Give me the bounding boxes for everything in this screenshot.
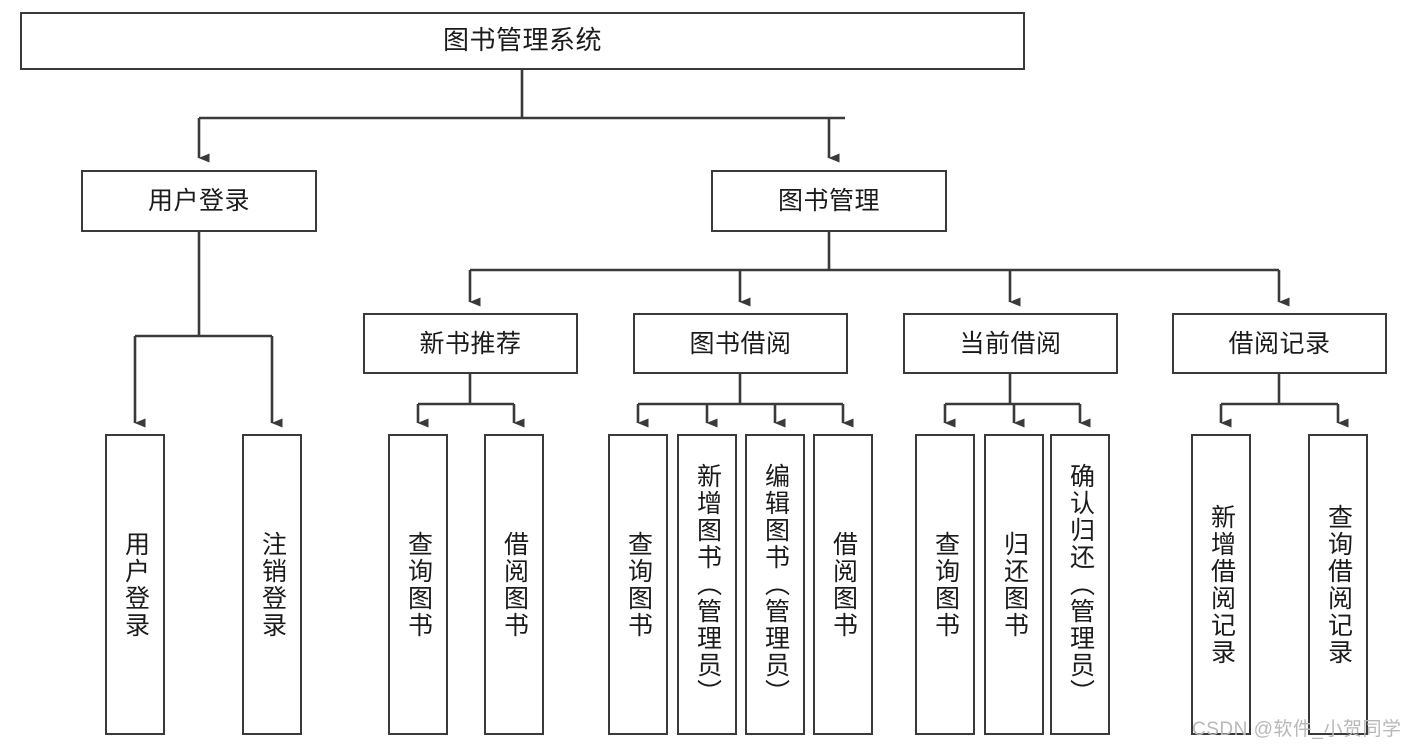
node-current-borrow[interactable]: 当前借阅 (903, 313, 1118, 374)
node-borrow-record[interactable]: 借阅记录 (1172, 313, 1387, 374)
node-leaf-user-login[interactable]: 用户登录 (105, 434, 165, 735)
node-leaf-query-record[interactable]: 查询借阅记录 (1308, 434, 1368, 735)
node-leaf-label: 编辑图书（管理员） (761, 463, 790, 706)
node-leaf-label: 查询图书 (404, 530, 433, 639)
node-leaf-query-book-2[interactable]: 查询图书 (608, 434, 668, 735)
node-leaf-label: 确认归还（管理员） (1066, 463, 1095, 706)
node-leaf-label: 新增图书（管理员） (693, 463, 722, 706)
node-leaf-label: 借阅图书 (829, 530, 858, 639)
node-leaf-label: 查询借阅记录 (1324, 503, 1353, 666)
node-new-book-recommend-label: 新书推荐 (419, 329, 522, 358)
node-root-system[interactable]: 图书管理系统 (20, 12, 1025, 70)
node-leaf-add-book[interactable]: 新增图书（管理员） (677, 434, 737, 735)
node-leaf-label: 注销登录 (258, 530, 287, 639)
node-book-borrow-label: 图书借阅 (689, 329, 792, 358)
node-root-label: 图书管理系统 (442, 25, 602, 56)
node-borrow-record-label: 借阅记录 (1228, 329, 1331, 358)
node-book-manage[interactable]: 图书管理 (711, 170, 947, 232)
node-leaf-edit-book[interactable]: 编辑图书（管理员） (745, 434, 805, 735)
node-leaf-query-book-1[interactable]: 查询图书 (388, 434, 448, 735)
csdn-watermark: CSDN @软件_小贺同学 (1192, 719, 1402, 740)
node-leaf-user-logout[interactable]: 注销登录 (242, 434, 302, 735)
node-leaf-label: 查询图书 (931, 530, 960, 639)
node-user-login-label: 用户登录 (147, 187, 250, 215)
node-leaf-return-book[interactable]: 归还图书 (984, 434, 1044, 735)
node-current-borrow-label: 当前借阅 (959, 329, 1062, 358)
node-leaf-label: 借阅图书 (500, 530, 529, 639)
node-leaf-confirm-return[interactable]: 确认归还（管理员） (1050, 434, 1110, 735)
node-leaf-label: 归还图书 (1000, 530, 1029, 639)
node-leaf-label: 新增借阅记录 (1207, 503, 1236, 666)
node-user-login[interactable]: 用户登录 (81, 170, 317, 232)
node-leaf-query-book-3[interactable]: 查询图书 (915, 434, 975, 735)
node-book-borrow[interactable]: 图书借阅 (633, 313, 848, 374)
node-book-manage-label: 图书管理 (777, 187, 880, 215)
node-new-book-recommend[interactable]: 新书推荐 (363, 313, 578, 374)
node-leaf-label: 查询图书 (624, 530, 653, 639)
node-leaf-borrow-book-1[interactable]: 借阅图书 (484, 434, 544, 735)
node-leaf-add-record[interactable]: 新增借阅记录 (1191, 434, 1251, 735)
node-leaf-borrow-book-2[interactable]: 借阅图书 (813, 434, 873, 735)
node-leaf-label: 用户登录 (121, 530, 150, 639)
